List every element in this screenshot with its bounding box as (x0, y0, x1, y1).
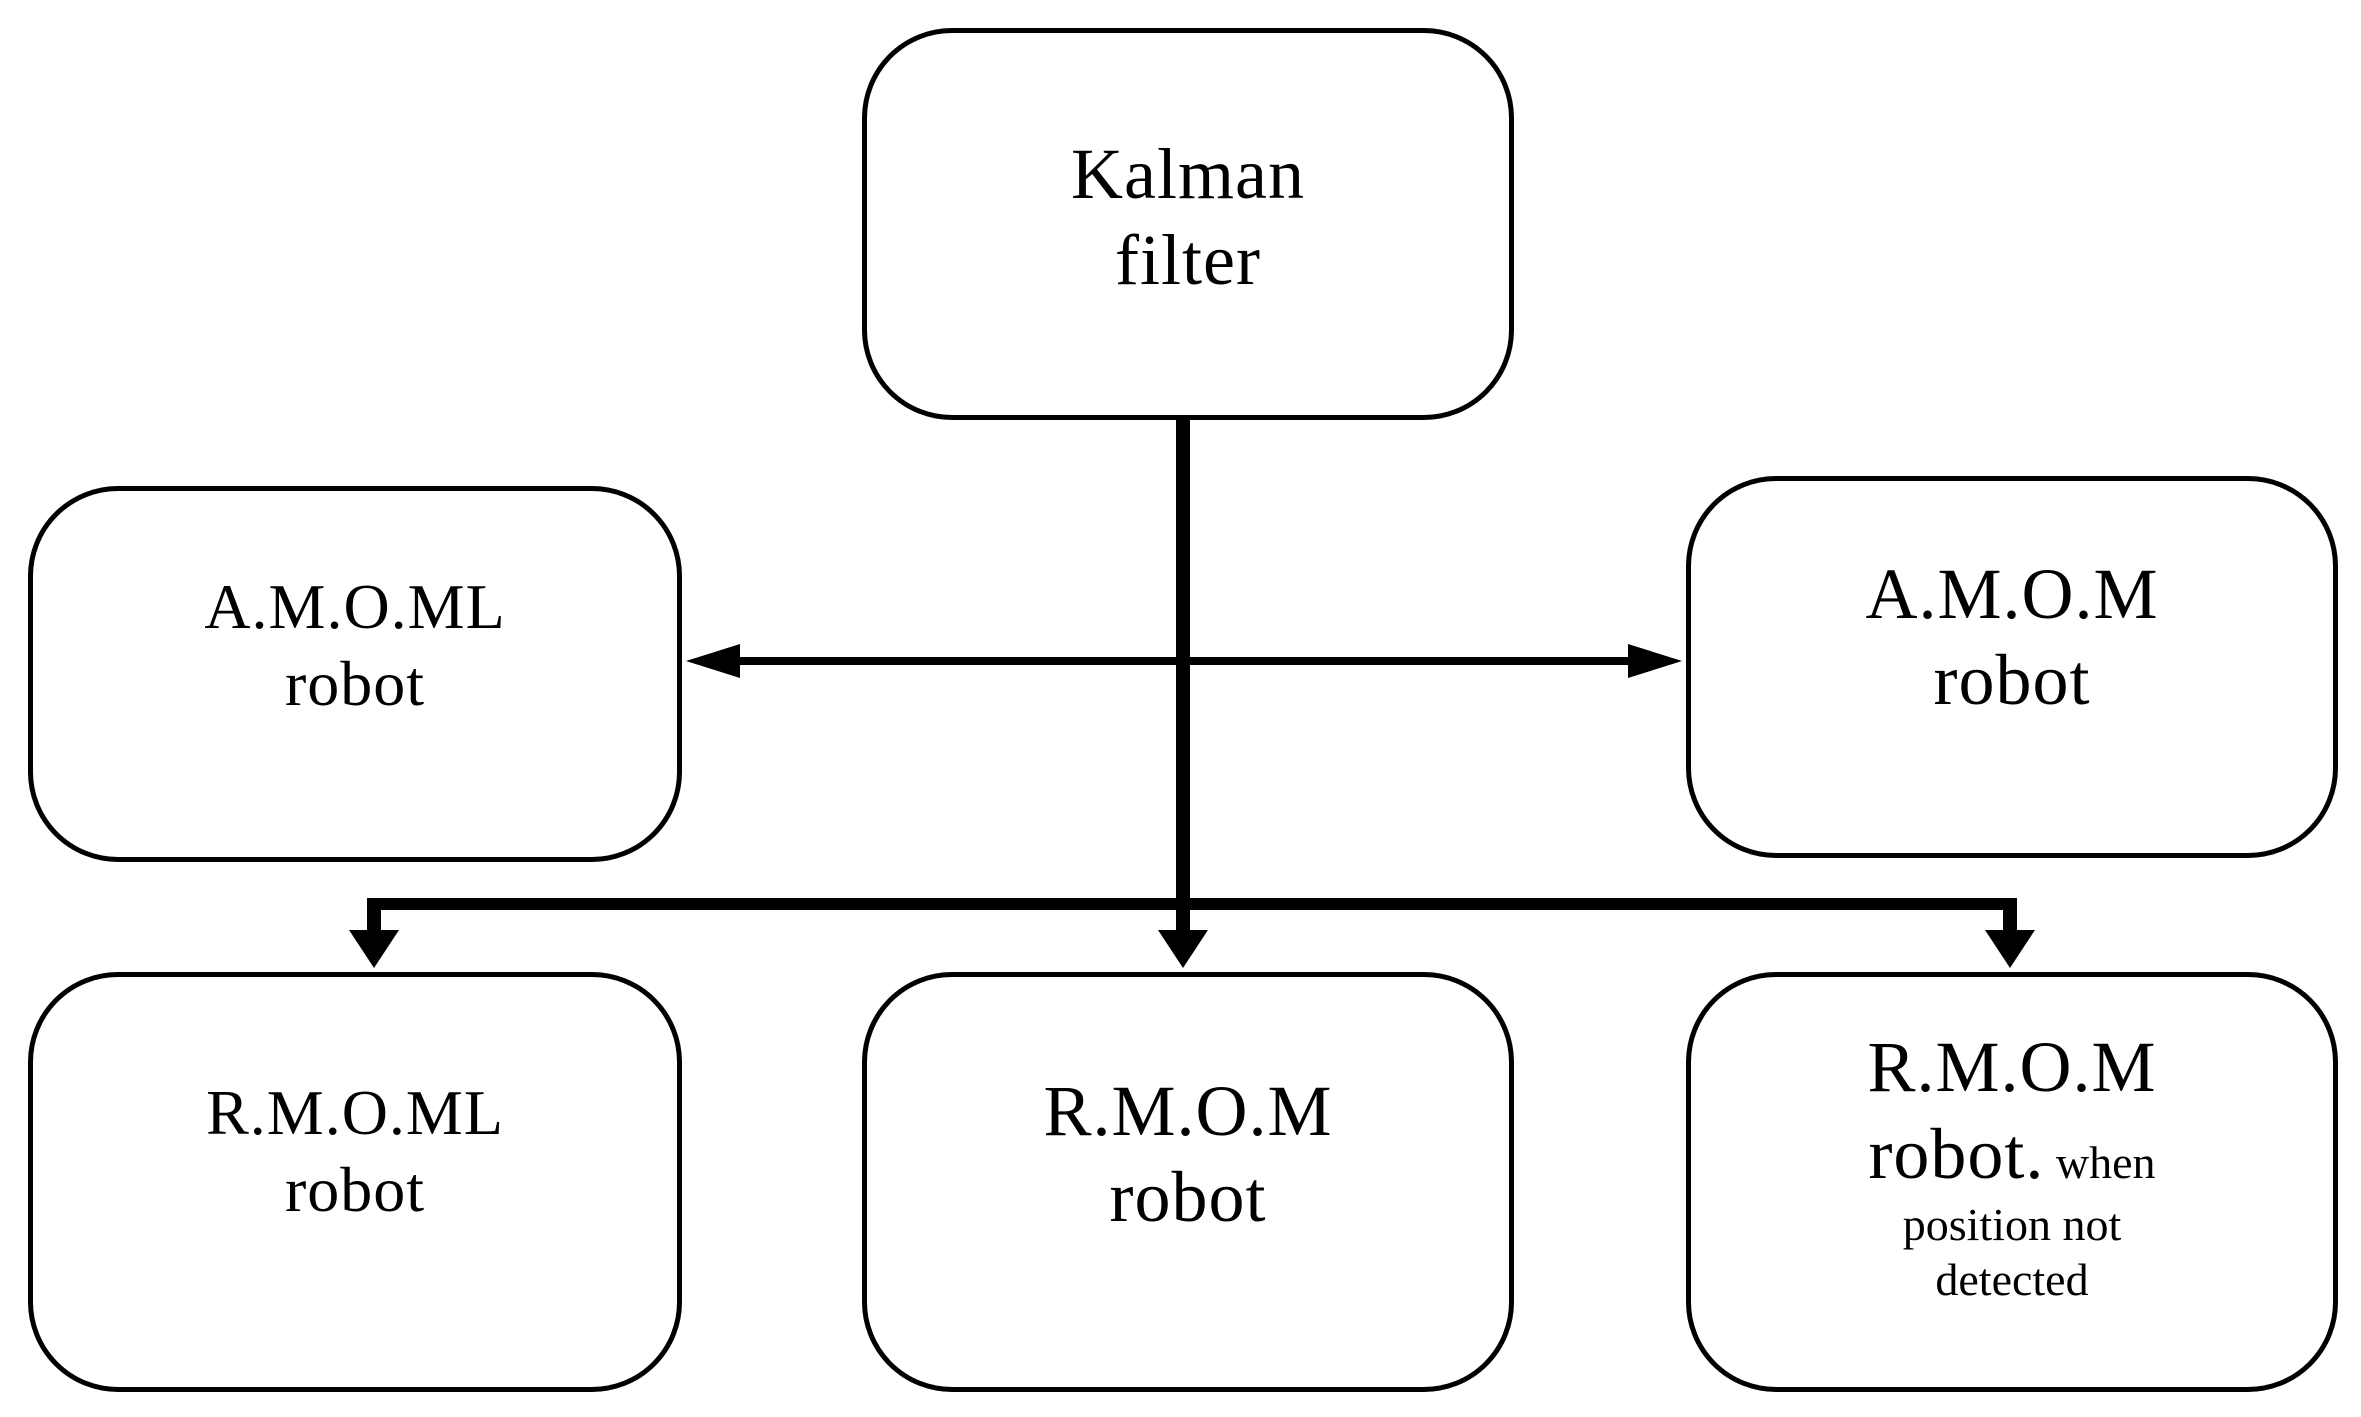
rmoml-robot-line2: robot (284, 1154, 426, 1225)
amoml-robot-label: A.M.O.ML robot (204, 569, 505, 723)
rmom-nd-line2-main: robot. (1868, 1113, 2045, 1194)
amom-robot-node: A.M.O.M robot (1686, 476, 2338, 858)
kalman-filter-node: Kalman filter (862, 28, 1514, 420)
kalman-filter-label: Kalman filter (1071, 131, 1305, 304)
amom-robot-label: A.M.O.M robot (1865, 551, 2158, 724)
arrow-head-amom (1628, 644, 1682, 678)
arrow-head-rmoml (349, 930, 399, 968)
amoml-robot-line1: A.M.O.ML (204, 571, 506, 643)
rmom-robot-position-not-detected-label: R.M.O.M robot. when position not detecte… (1867, 1024, 2156, 1307)
rmom-nd-line2: robot. when (1867, 1111, 2156, 1197)
rmoml-robot-label: R.M.O.ML robot (206, 1075, 504, 1229)
arrow-head-rmom-nd (1985, 930, 2035, 968)
amoml-robot-node: A.M.O.ML robot (28, 486, 682, 862)
rmom-nd-line3: position not (1902, 1199, 2122, 1251)
rmom-robot-node: R.M.O.M robot (862, 972, 1514, 1392)
rmom-nd-line4: detected (1935, 1254, 2089, 1306)
rmom-robot-label: R.M.O.M robot (1043, 1068, 1332, 1241)
rmom-robot-position-not-detected-node: R.M.O.M robot. when position not detecte… (1686, 972, 2338, 1392)
rmom-robot-line1: R.M.O.M (1043, 1070, 1333, 1151)
amoml-robot-line2: robot (284, 648, 426, 719)
rmom-robot-line2: robot (1109, 1157, 1267, 1237)
kalman-filter-line2: filter (1115, 220, 1261, 300)
arrow-head-rmom (1158, 930, 1208, 968)
kalman-filter-line1: Kalman (1071, 133, 1305, 214)
rmoml-robot-node: R.M.O.ML robot (28, 972, 682, 1392)
amom-robot-line1: A.M.O.M (1865, 553, 2159, 634)
rmom-nd-line1: R.M.O.M (1867, 1027, 2157, 1108)
arrow-head-amoml (686, 644, 740, 678)
rmoml-robot-line1: R.M.O.ML (206, 1077, 504, 1149)
rmom-nd-line2-small: when (2044, 1136, 2156, 1188)
amom-robot-line2: robot (1933, 640, 2091, 720)
